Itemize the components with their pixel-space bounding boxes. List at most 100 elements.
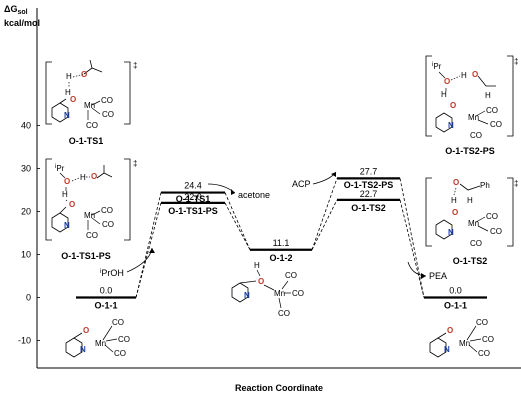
- svg-text:H: H: [485, 91, 491, 100]
- structure-o-1-2: H O N Mn CO CO CO: [231, 261, 304, 318]
- structure-o-1-ts2: ‡ O Ph H H O N Mn CO CO CO O-1-TS2: [425, 177, 518, 266]
- svg-text:H: H: [65, 88, 71, 97]
- state-name-label: O-1-2: [269, 253, 292, 263]
- svg-text:‡: ‡: [133, 61, 137, 70]
- state-name-label: O-1-TS2-PS: [344, 180, 394, 190]
- svg-text:CO: CO: [86, 231, 98, 240]
- svg-text:CO: CO: [292, 289, 304, 298]
- svg-text:H: H: [66, 72, 72, 81]
- structure-o-1-ts1-ps: ‡ iPr O H H O O N Mn CO CO CO O-1-TS1-PS: [45, 158, 137, 261]
- y-axis-unit: kcal/mol: [4, 18, 40, 28]
- y-tick-label: 0: [26, 293, 31, 303]
- svg-text:CO: CO: [102, 220, 114, 229]
- svg-text:O: O: [69, 200, 75, 209]
- svg-text:CO: CO: [112, 318, 124, 327]
- y-tick-label: 10: [21, 250, 31, 260]
- iproh-annotation: iPrOH: [100, 247, 155, 278]
- y-tick-label: -10: [18, 336, 31, 346]
- energy-value-label: 11.1: [273, 238, 290, 248]
- energy-value-label: 22.7: [360, 189, 378, 199]
- energy-value-label: 0.0: [100, 286, 113, 296]
- svg-text:H: H: [461, 71, 467, 80]
- svg-text:PEA: PEA: [429, 271, 447, 281]
- svg-text:CO: CO: [86, 121, 98, 130]
- connector-line: [311, 178, 338, 250]
- svg-text:CO: CO: [470, 131, 482, 140]
- svg-text:CO: CO: [476, 318, 488, 327]
- svg-text:CO: CO: [490, 227, 502, 236]
- svg-text:CO: CO: [482, 335, 494, 344]
- svg-text:O-1-TS1: O-1-TS1: [69, 136, 104, 146]
- state-name-label: O-1-TS1-PS: [168, 206, 218, 216]
- svg-text:H: H: [80, 173, 86, 182]
- svg-text:‡: ‡: [514, 57, 518, 66]
- svg-text:Mn: Mn: [468, 219, 479, 228]
- svg-text:O: O: [450, 101, 456, 110]
- svg-text:H: H: [254, 261, 260, 270]
- svg-text:CO: CO: [114, 349, 126, 358]
- svg-text:N: N: [64, 111, 70, 120]
- connector-line: [135, 192, 162, 298]
- svg-text:acetone: acetone: [238, 190, 270, 200]
- svg-text:Ph: Ph: [480, 181, 490, 190]
- svg-text:N: N: [64, 221, 70, 230]
- y-tick-label: 40: [21, 121, 31, 131]
- energy-value-label: 27.7: [360, 166, 378, 176]
- state-name-label: O-1-1: [94, 301, 117, 311]
- svg-text:ACP: ACP: [292, 179, 311, 189]
- svg-text:O: O: [258, 277, 264, 286]
- svg-text:N: N: [80, 345, 86, 354]
- svg-text:H: H: [451, 196, 457, 205]
- acetone-annotation: acetone: [207, 183, 270, 200]
- energy-value-label: 0.0: [449, 286, 462, 296]
- svg-text:O: O: [81, 70, 87, 79]
- svg-text:Mn: Mn: [459, 339, 470, 348]
- x-axis-label: Reaction Coordinate: [235, 383, 323, 393]
- svg-text:O: O: [444, 77, 450, 86]
- svg-text:H: H: [467, 196, 473, 205]
- svg-text:H: H: [62, 190, 68, 199]
- state-name-label: O-1-TS2: [351, 203, 386, 213]
- svg-text:O-1-TS1-PS: O-1-TS1-PS: [61, 251, 111, 261]
- svg-text:Mn: Mn: [84, 101, 95, 110]
- svg-text:‡: ‡: [514, 179, 518, 188]
- svg-text:O: O: [70, 95, 76, 104]
- structure-o-1-1-left: N O Mn CO CO CO: [65, 318, 130, 358]
- connector-line: [399, 199, 425, 298]
- svg-text:H: H: [441, 90, 447, 99]
- svg-text:O-1-TS2-PS: O-1-TS2-PS: [445, 146, 495, 156]
- svg-text:iPr: iPr: [55, 164, 65, 173]
- svg-text:CO: CO: [478, 349, 490, 358]
- svg-text:CO: CO: [486, 106, 498, 115]
- svg-text:Mn: Mn: [274, 289, 285, 298]
- svg-text:CO: CO: [285, 271, 297, 280]
- y-tick-label: 30: [21, 164, 31, 174]
- svg-text:N: N: [448, 228, 454, 237]
- svg-text:O: O: [447, 326, 453, 335]
- svg-text:CO: CO: [101, 96, 113, 105]
- svg-text:O: O: [64, 177, 70, 186]
- svg-text:iPrOH: iPrOH: [100, 268, 124, 278]
- svg-text:O-1-TS2: O-1-TS2: [453, 256, 488, 266]
- svg-text:N: N: [448, 121, 454, 130]
- state-name-label: O-1-TS1: [176, 194, 211, 204]
- svg-text:N: N: [444, 345, 450, 354]
- svg-text:N: N: [244, 291, 250, 300]
- y-axis-label: ΔGsol: [4, 4, 28, 16]
- svg-text:CO: CO: [278, 309, 290, 318]
- svg-text:O: O: [472, 70, 478, 79]
- svg-text:CO: CO: [101, 206, 113, 215]
- svg-text:Mn: Mn: [95, 339, 106, 348]
- state-name-label: O-1-1: [444, 301, 467, 311]
- svg-text:CO: CO: [490, 120, 502, 129]
- svg-text:‡: ‡: [133, 159, 137, 168]
- y-tick-label: 20: [21, 207, 31, 217]
- svg-text:Mn: Mn: [468, 113, 479, 122]
- structure-o-1-ts1: ‡ H H O O N Mn CO CO CO O-1-TS1: [45, 59, 137, 146]
- connector-line: [135, 202, 162, 298]
- svg-text:O: O: [452, 208, 458, 217]
- energy-value-label: 24.4: [184, 181, 202, 191]
- acp-annotation: ACP: [292, 171, 337, 189]
- svg-text:Mn: Mn: [84, 211, 95, 220]
